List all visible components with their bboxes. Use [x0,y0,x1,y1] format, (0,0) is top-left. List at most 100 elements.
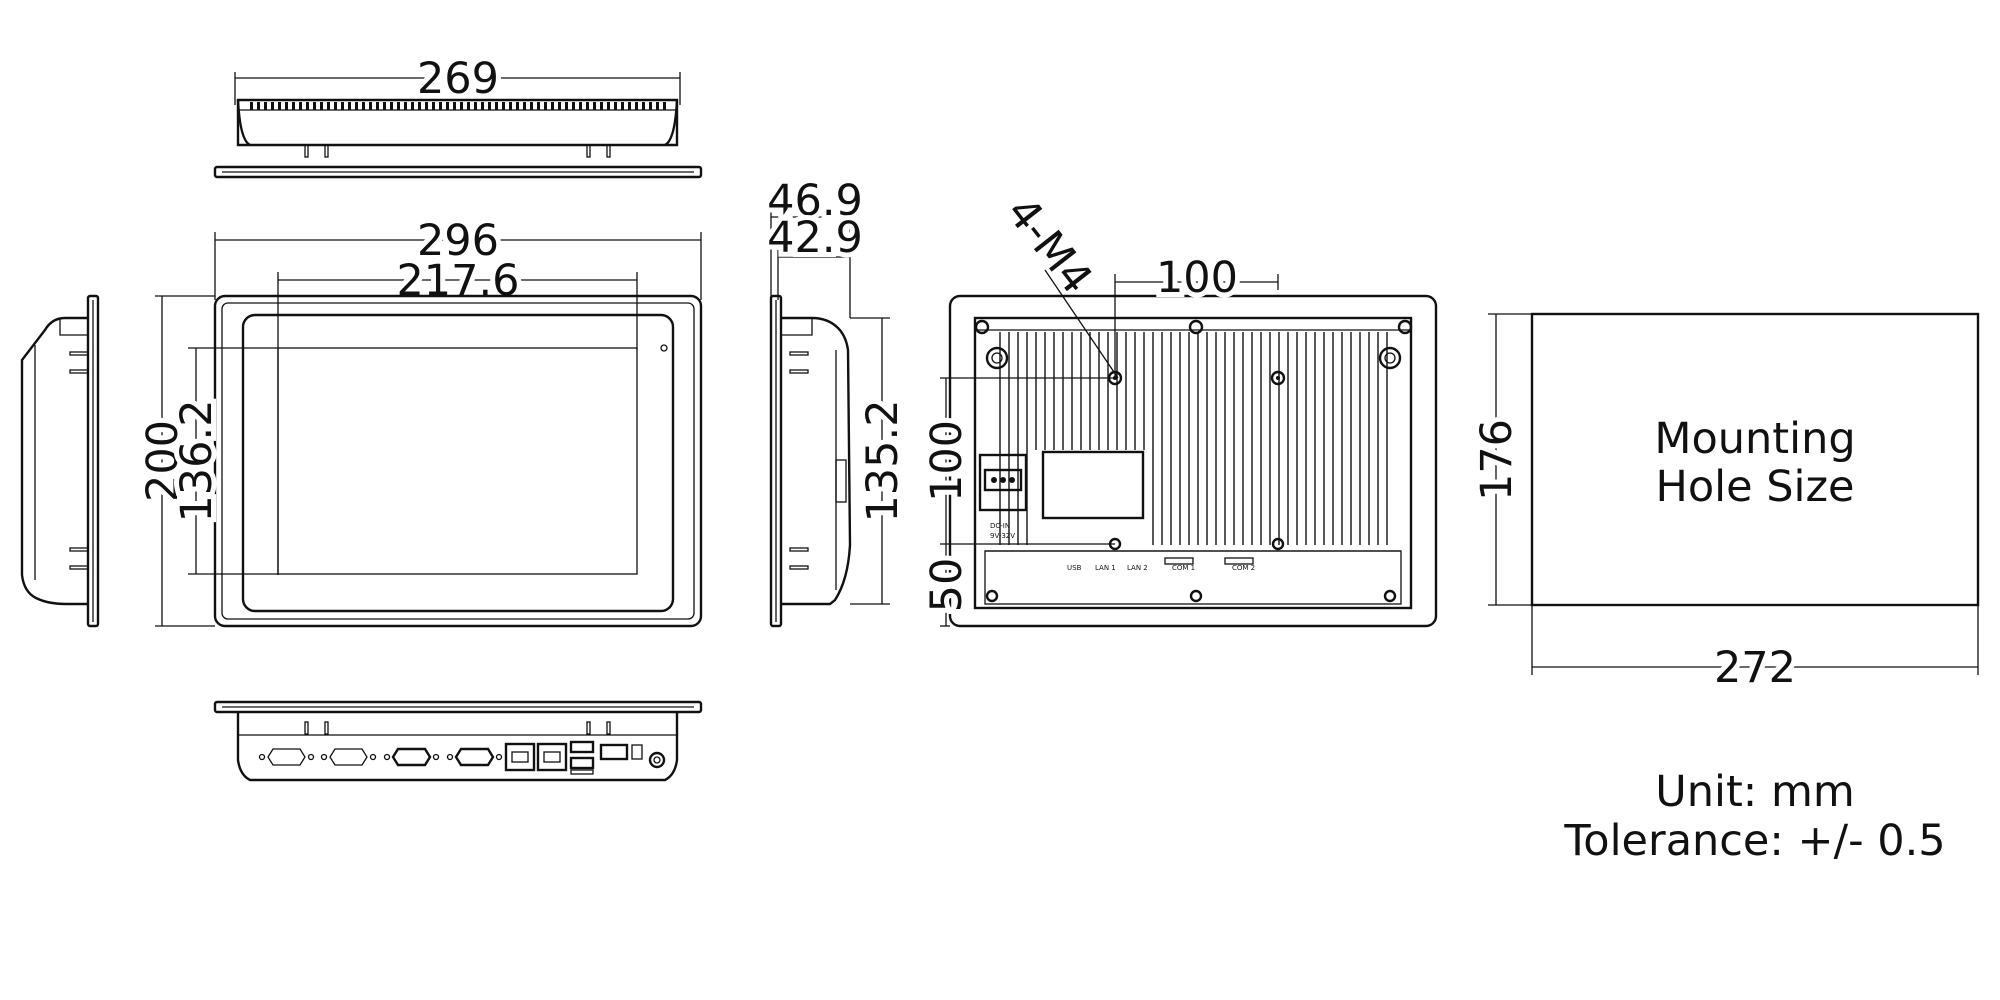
heatsink-fin-top [544,102,547,110]
label-power-spec: 9V-32V [990,532,1015,540]
heatsink-fin-top [348,102,351,110]
label-dc-in: DC-IN [990,522,1010,530]
heatsink-fin-top [586,102,589,110]
dim-depth-body: 42.9 [767,213,863,263]
dim-cutout-width: 272 [1714,643,1796,693]
heatsink-fin-top [642,102,645,110]
heatsink-fin-top [341,102,344,110]
label-lan2: LAN 2 [1127,564,1148,572]
heatsink-fin-top [488,102,491,110]
dim-screen-height: 136.2 [172,399,222,522]
heatsink-fin-top [635,102,638,110]
dim-depth-overall: 46.9 [767,176,863,226]
heatsink-fin-top [467,102,470,110]
cutout-label-line1: Mounting [1654,414,1855,464]
heatsink-fin-top [313,102,316,110]
heatsink-fin-top [649,102,652,110]
heatsink-fin-top [390,102,393,110]
heatsink-fin-top [502,102,505,110]
heatsink-fin-top [432,102,435,110]
label-usb: USB [1067,564,1082,572]
heatsink-fin-top [551,102,554,110]
heatsink-fin-top [320,102,323,110]
heatsink-fin-top [285,102,288,110]
dim-screw-spacing-y: 100 [922,420,972,502]
heatsink-fin-top [264,102,267,110]
heatsink-fin-top [376,102,379,110]
heatsink-fin-top [439,102,442,110]
notes: Unit: mm Tolerance: +/- 0.5 [1563,767,1945,866]
label-com2: COM 2 [1232,564,1255,572]
heatsink-fin-top [453,102,456,110]
io-lan-ports [504,742,568,772]
dim-top-width: 269 [417,54,499,104]
heatsink-fin-top [460,102,463,110]
label-lan1: LAN 1 [1095,564,1116,572]
heatsink-fin-top [593,102,596,110]
heatsink-fin-top [656,102,659,110]
heatsink-fin-top [523,102,526,110]
heatsink-fin-top [481,102,484,110]
rear-view: 4-M4 100 100 50 DC-IN 9V-32V [917,188,1438,628]
io-usb-ports [569,740,595,775]
heatsink-fin-top [579,102,582,110]
heatsink-fin-top [404,102,407,110]
heatsink-fin-top [621,102,624,110]
heatsink-fin-top [572,102,575,110]
dim-screw-offset-y: 50 [922,558,972,613]
dim-overall-width: 296 [417,216,499,266]
heatsink-fin-top [292,102,295,110]
heatsink-fin-top [278,102,281,110]
dim-mount-screw: 4-M4 [996,188,1101,303]
io-com-ports [258,747,503,767]
heatsink-fin-top [411,102,414,110]
heatsink-fin-top [474,102,477,110]
heatsink-fin-top [355,102,358,110]
cutout-label-line2: Hole Size [1656,462,1855,512]
heatsink-fin-top [628,102,631,110]
heatsink-fin-top [509,102,512,110]
note-unit: Unit: mm [1655,767,1854,817]
dim-side-height: 135.2 [858,399,908,522]
heatsink-fin-top [369,102,372,110]
bottom-view [213,700,703,782]
note-tolerance: Tolerance: +/- 0.5 [1563,816,1945,866]
rear-label-plate [1041,450,1145,520]
mounting-hole-outline [1530,312,1980,607]
left-side-view [20,294,100,628]
heatsink-fin-top [516,102,519,110]
heatsink-fin-top [383,102,386,110]
heatsink-fin-top [327,102,330,110]
heatsink-fin-top [250,102,253,110]
top-view: 269 [213,49,703,179]
dim-screen-width: 217.6 [396,256,519,306]
heatsink-fin-top [425,102,428,110]
right-side-view: 46.9 42.9 135.2 [762,171,913,628]
heatsink-fin-top [446,102,449,110]
heatsink-fin-top [558,102,561,110]
label-com1: COM 1 [1172,564,1195,572]
heatsink-fin-top [418,102,421,110]
heatsink-fin-top [271,102,274,110]
heatsink-fin-top [607,102,610,110]
heatsink-fin-top [362,102,365,110]
heatsink-fin-top [537,102,540,110]
heatsink-fin-top [257,102,260,110]
heatsink-fin-top [614,102,617,110]
rear-power-terminal: DC-IN 9V-32V [978,453,1028,540]
heatsink-fin-top [397,102,400,110]
heatsink-fin-top [663,102,666,110]
dim-overall-height: 200 [138,420,188,502]
heatsink-fin-top [306,102,309,110]
dim-cutout-height: 176 [1472,419,1522,501]
heatsink-fin-top [530,102,533,110]
heatsink-fin-top [565,102,568,110]
heatsink-fin-top [600,102,603,110]
heatsink-fin-top [299,102,302,110]
cutout-view: Mounting Hole Size 176 272 [1467,312,1980,698]
front-view: 296 217.6 200 136.2 [133,211,703,628]
io-power [599,743,666,769]
dim-screw-spacing-x: 100 [1156,253,1238,303]
heatsink-fin-top [495,102,498,110]
